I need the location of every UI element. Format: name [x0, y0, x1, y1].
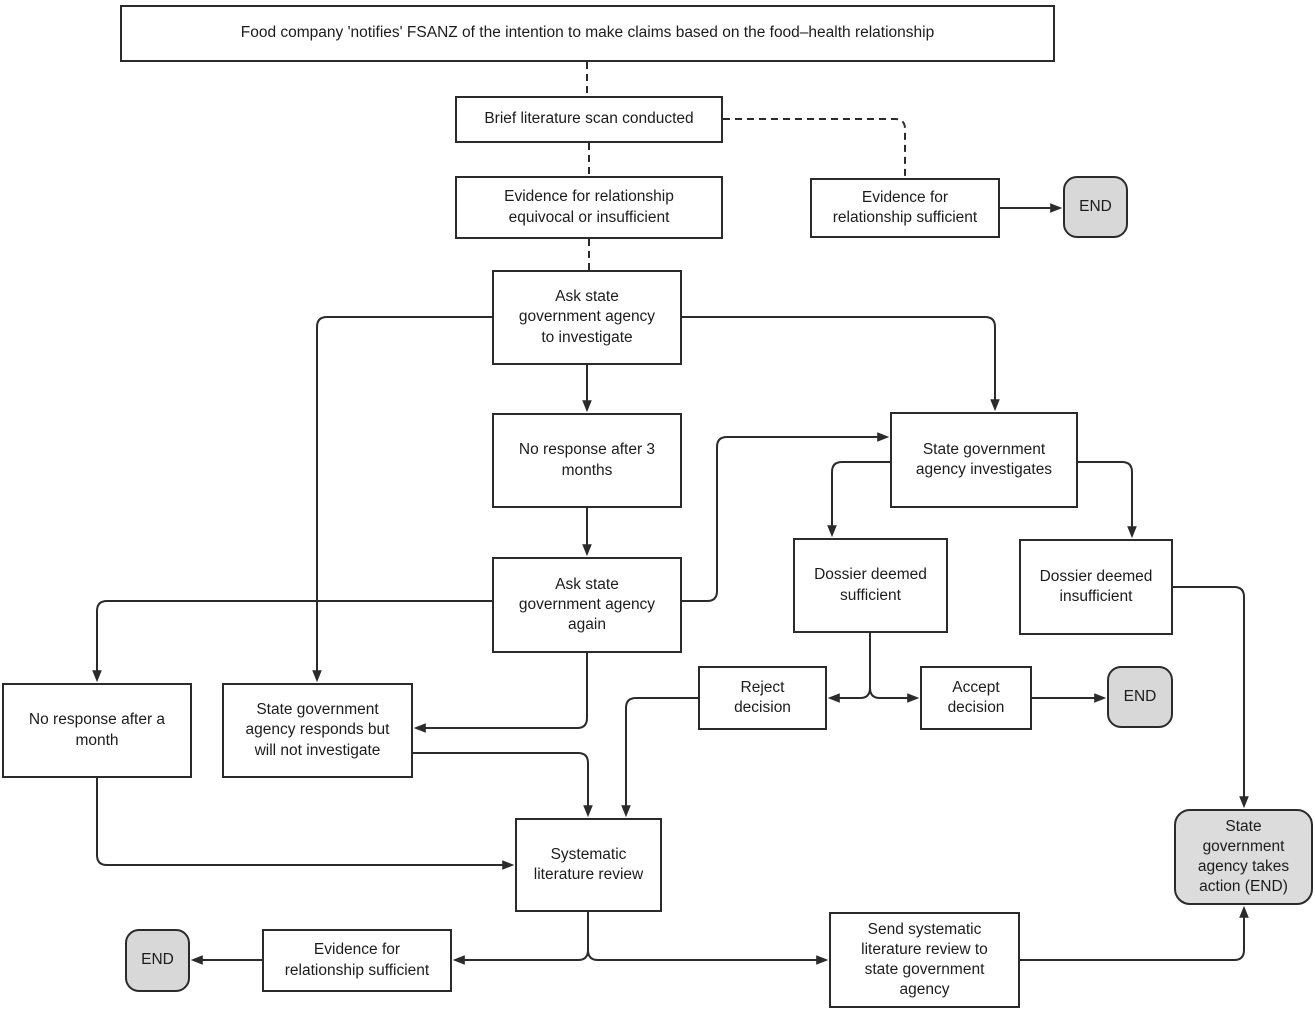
- edge-ask-again-to-no-response-month: [92, 600, 492, 683]
- node-food-company-notifies: Food company 'notifies' FSANZ of the int…: [120, 5, 1055, 62]
- node-evidence-equivocal: Evidence for relationship equivocal or i…: [455, 176, 723, 239]
- node-end-3: END: [125, 929, 190, 992]
- node-no-response-month: No response after a month: [2, 683, 192, 778]
- node-brief-literature-scan: Brief literature scan conducted: [455, 96, 723, 143]
- edge-no-response-month-to-slr: [96, 778, 515, 870]
- edge-reject-to-slr: [621, 697, 698, 818]
- node-end-1: END: [1063, 176, 1128, 238]
- edge-slr-to-evidence-sufficient-bottom: [452, 912, 589, 965]
- edge-investigates-to-dossier-sufficient: [827, 461, 890, 538]
- node-systematic-literature-review: Systematic literature review: [515, 818, 662, 912]
- node-ask-state-agency-again: Ask state government agency again: [492, 557, 682, 653]
- node-ask-state-agency-investigate: Ask state government agency to investiga…: [492, 270, 682, 365]
- node-no-response-3-months: No response after 3 months: [492, 413, 682, 508]
- edge-dossier-sufficient-to-reject: [827, 633, 871, 703]
- node-reject-decision: Reject decision: [698, 666, 827, 730]
- node-evidence-sufficient-bottom: Evidence for relationship sufficient: [262, 929, 452, 992]
- node-dossier-sufficient: Dossier deemed sufficient: [793, 538, 948, 633]
- edge-slr-to-send: [587, 912, 829, 965]
- edge-investigates-to-dossier-insufficient: [1078, 461, 1137, 539]
- edge-dossier-sufficient-to-accept: [869, 633, 920, 703]
- node-dossier-insufficient: Dossier deemed insufficient: [1019, 539, 1173, 635]
- edge-ask-investigate-to-investigates: [682, 316, 1000, 412]
- edge-dossier-insufficient-to-takes-action: [1173, 586, 1249, 809]
- node-agency-responds-no-investigate: State government agency responds but wil…: [222, 683, 413, 778]
- node-agency-investigates: State government agency investigates: [890, 412, 1078, 508]
- edge-send-to-takes-action: [1020, 905, 1249, 961]
- edge-brief-scan-to-evidence-sufficient: [723, 118, 906, 176]
- edge-ask-again-to-responds: [413, 653, 588, 733]
- edge-ask-investigate-to-responds: [312, 316, 492, 683]
- node-accept-decision: Accept decision: [920, 666, 1032, 730]
- edge-ask-again-to-investigates: [682, 432, 890, 602]
- node-end-2: END: [1107, 666, 1173, 728]
- node-agency-takes-action-end: State government agency takes action (EN…: [1174, 809, 1313, 905]
- edge-responds-to-slr: [413, 752, 593, 818]
- node-send-review-to-agency: Send systematic literature review to sta…: [829, 912, 1020, 1008]
- node-evidence-sufficient-top: Evidence for relationship sufficient: [810, 178, 1000, 238]
